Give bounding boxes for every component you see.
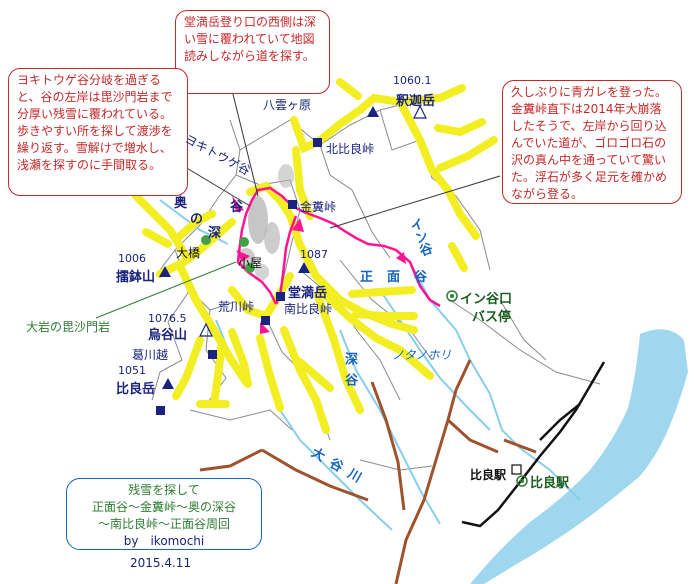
pass-markers: [156, 138, 322, 415]
hira-south-marker: [156, 406, 165, 415]
title-line3: ～南比良峠～正面谷周回: [97, 517, 230, 531]
note-left: ヨキトウゲ谷分岐を過ぎると、谷の左岸は毘沙門岩まで分厚い残雪に覆われている。歩き…: [8, 68, 188, 196]
koya-dot: [245, 263, 255, 273]
kitahira-marker: [313, 138, 322, 147]
nokohori-label: ノタノホリ: [392, 348, 452, 362]
okunofukadani-char4: 谷: [230, 200, 244, 215]
arakawa-marker: [261, 316, 270, 325]
title-byline: by ikomochi: [123, 534, 205, 548]
bishamon-leader: [95, 261, 237, 319]
date-label: 2015.4.11: [130, 556, 192, 570]
railway: [461, 361, 606, 528]
okunofukadani-char3: 深: [208, 226, 222, 241]
minamihira-label: 南比良峠: [284, 302, 333, 316]
okunofukadani-char1: 奥: [174, 196, 188, 211]
arrow-3: [292, 218, 304, 232]
title-line2: 正面谷～金糞峠～奥の深谷: [91, 500, 236, 514]
koya-label: 小屋: [238, 256, 263, 270]
peak-markers: [159, 106, 379, 389]
suribachi-marker: [159, 266, 171, 277]
toragatake-elev: 1087: [300, 248, 328, 261]
shakagatake-label: 釈迦岳: [396, 94, 436, 109]
hiragatake-label: 比良岳: [116, 382, 156, 397]
route-arrows: [232, 196, 406, 334]
note-right: 久しぶりに青ガレを登った。金糞峠直下は2014年大崩落したそうで、左岸から回り込…: [502, 80, 682, 204]
snow-patches: [237, 164, 294, 280]
suribachi-elev: 1006: [118, 252, 146, 265]
utayama-label: 烏谷山: [148, 328, 188, 343]
lake-biwa: [470, 329, 688, 584]
kanakuso-marker: [288, 200, 297, 209]
title-box: 残雪を探して 正面谷～金糞峠～奥の深谷 ～南比良峠～正面谷周回 by ikomo…: [66, 478, 262, 550]
yakumogahara-label: 八雲ヶ原: [263, 98, 312, 112]
hiragatake-elev: 1051: [118, 364, 146, 377]
station-markers: [446, 290, 528, 487]
toragatake-marker: [298, 262, 310, 273]
shomendani-label: 正面谷: [360, 270, 442, 285]
hira-station-green-label: 比良駅: [530, 476, 570, 491]
hiragatake-marker: [162, 378, 174, 389]
ridge-trails: [132, 78, 498, 434]
kuzugawa-label: 葛川越: [132, 348, 169, 362]
okunofukadani-char2: の: [190, 212, 204, 227]
note-top-leader: [231, 89, 259, 197]
bishamon-dot: [239, 237, 249, 247]
note-top-center: 堂満岳登り口の西側は深い雪に覆われていて地図読みしながら道を探す。: [175, 10, 330, 94]
minamihira-marker: [276, 292, 285, 301]
note-right-leader: [329, 175, 501, 229]
ohashi-label: 大橋: [176, 246, 201, 260]
suribachi-label: 擂鉢山: [116, 270, 156, 285]
bus-stop-label: バス停: [472, 310, 512, 325]
indaniguchi-label: イン谷口: [460, 292, 513, 307]
arrow-4: [396, 252, 406, 264]
trig-points: [199, 104, 427, 337]
fukadani-label: 深谷: [342, 352, 357, 394]
utayama-elev: 1076.5: [148, 312, 187, 325]
bishamon-label: 大岩の毘沙門岩: [26, 320, 111, 334]
shakagatake-marker: [367, 106, 379, 117]
toragatake-label: 堂満岳: [288, 286, 328, 301]
arrow-2: [236, 250, 250, 262]
title-line1: 残雪を探して: [128, 483, 200, 497]
kuzugawa-marker: [208, 350, 217, 359]
ohashi-dot: [201, 235, 211, 245]
shakagatake-elev: 1060.1: [393, 74, 432, 87]
arrow-1: [232, 196, 244, 212]
arakawa-label: 荒川峠: [218, 300, 255, 314]
kitahira-label: 北比良峠: [326, 142, 375, 156]
roads: [199, 359, 537, 584]
kanakuso-label: 金糞峠: [300, 200, 337, 214]
hira-station-black-label: 比良駅: [470, 468, 507, 482]
